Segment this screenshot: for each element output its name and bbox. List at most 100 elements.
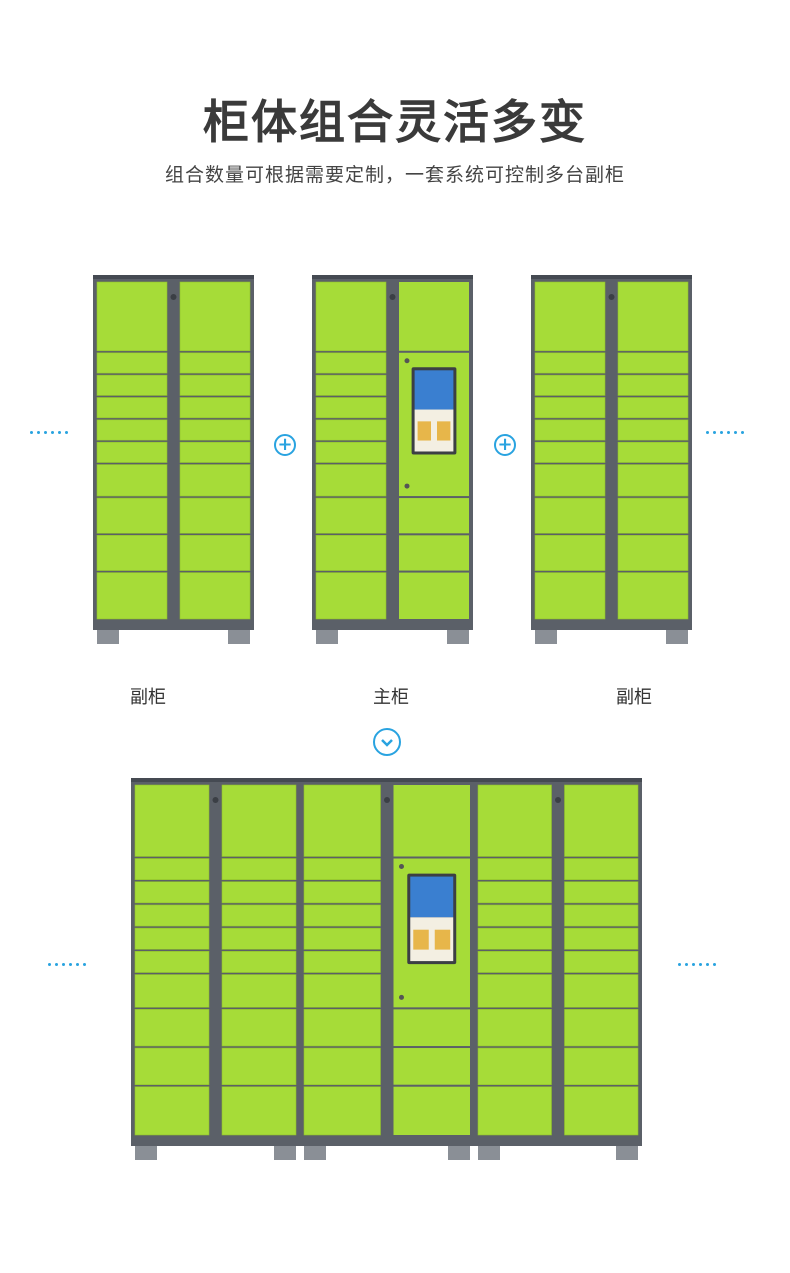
- locker-door: [393, 1009, 470, 1047]
- locker-door: [303, 1009, 381, 1047]
- locker-door: [96, 281, 168, 352]
- locker-door: [617, 497, 689, 534]
- cabinet-foot: [274, 1146, 296, 1160]
- cabinet-foot: [228, 630, 250, 644]
- cabinet-lock: [389, 294, 396, 300]
- touch-screen-tile: [434, 929, 451, 950]
- label-main-cabinet: 主柜: [373, 687, 409, 708]
- locker-door: [221, 904, 297, 927]
- locker-door: [534, 419, 606, 441]
- locker-door: [315, 397, 387, 419]
- locker-door: [477, 858, 552, 881]
- locker-door: [221, 927, 297, 950]
- locker-door: [179, 572, 251, 620]
- locker-door: [96, 397, 168, 419]
- locker-door: [564, 974, 639, 1008]
- locker-door: [617, 441, 689, 463]
- locker-door: [221, 1009, 297, 1047]
- locker-door: [617, 419, 689, 441]
- page-title: 柜体组合灵活多变: [203, 95, 587, 149]
- cabinet-lock: [212, 797, 219, 803]
- locker-door: [399, 535, 469, 571]
- cabinet-foot: [304, 1146, 326, 1160]
- cabinet-lock: [555, 797, 561, 803]
- cabinet-top: [131, 778, 300, 782]
- touch-screen-tile: [437, 421, 451, 441]
- locker-door: [96, 352, 168, 374]
- locker-door: [477, 881, 552, 904]
- chevron-down-circle-icon: [373, 728, 401, 756]
- dots-left-bottom: [48, 963, 86, 967]
- page-subtitle: 组合数量可根据需要定制，一套系统可控制多台副柜: [164, 164, 625, 186]
- dots-right-top: [706, 431, 744, 435]
- cabinet-foot: [535, 630, 557, 644]
- locker-door: [564, 927, 639, 950]
- locker-door: [134, 858, 210, 881]
- locker-door: [303, 881, 381, 904]
- locker-door: [477, 1086, 552, 1136]
- locker-door: [564, 951, 639, 973]
- locker-door: [477, 927, 552, 950]
- locker-door: [315, 281, 387, 352]
- locker-door: [96, 464, 168, 497]
- cabinet-foot: [135, 1146, 157, 1160]
- locker-door: [534, 464, 606, 497]
- plus-circle-icon: +: [494, 434, 516, 456]
- locker-door: [134, 927, 210, 950]
- label-sub-cabinet-left: 副柜: [130, 687, 166, 708]
- locker-door: [477, 1047, 552, 1086]
- locker-door: [179, 464, 251, 497]
- locker-door: [303, 951, 381, 973]
- locker-door: [393, 1048, 470, 1085]
- locker-door: [221, 858, 297, 881]
- locker-door: [96, 535, 168, 571]
- locker-door: [617, 352, 689, 374]
- locker-door: [134, 1047, 210, 1086]
- locker-door: [617, 397, 689, 419]
- locker-door: [221, 1086, 297, 1136]
- locker-door: [617, 374, 689, 396]
- label-sub-cabinet-right: 副柜: [616, 687, 652, 708]
- lock-dot: [399, 994, 404, 1000]
- cabinet-foot: [666, 630, 688, 644]
- locker-door: [617, 535, 689, 571]
- locker-door: [315, 535, 387, 571]
- locker-door: [564, 881, 639, 904]
- locker-door: [303, 927, 381, 950]
- locker-door: [315, 374, 387, 396]
- locker-door: [179, 352, 251, 374]
- locker-door: [303, 974, 381, 1008]
- touch-screen-image: [414, 370, 454, 410]
- locker-door: [179, 535, 251, 571]
- locker-door: [134, 951, 210, 973]
- locker-door: [96, 374, 168, 396]
- cabinet-foot: [447, 630, 469, 644]
- locker-door: [303, 1086, 381, 1136]
- locker-door: [315, 441, 387, 463]
- locker-door: [96, 441, 168, 463]
- cabinet-foot: [616, 1146, 638, 1160]
- cabinet-top: [300, 778, 474, 782]
- locker-door: [96, 497, 168, 534]
- locker-door: [534, 535, 606, 571]
- camera-dot: [404, 358, 410, 364]
- locker-door: [534, 441, 606, 463]
- locker-door: [399, 572, 469, 619]
- locker-door: [179, 419, 251, 441]
- locker-door: [315, 464, 387, 497]
- locker-door: [564, 1086, 639, 1136]
- locker-door: [477, 784, 552, 857]
- locker-door: [315, 572, 387, 620]
- locker-door: [221, 881, 297, 904]
- cabinet-lock: [608, 294, 615, 300]
- cabinet-top: [93, 275, 254, 279]
- locker-door: [96, 419, 168, 441]
- locker-door: [399, 282, 469, 351]
- locker-door: [617, 572, 689, 620]
- locker-door: [179, 374, 251, 396]
- locker-door: [134, 1086, 210, 1136]
- cabinet-top: [531, 275, 692, 279]
- cabinet-top: [474, 778, 642, 782]
- locker-door: [399, 498, 469, 534]
- locker-door: [617, 281, 689, 352]
